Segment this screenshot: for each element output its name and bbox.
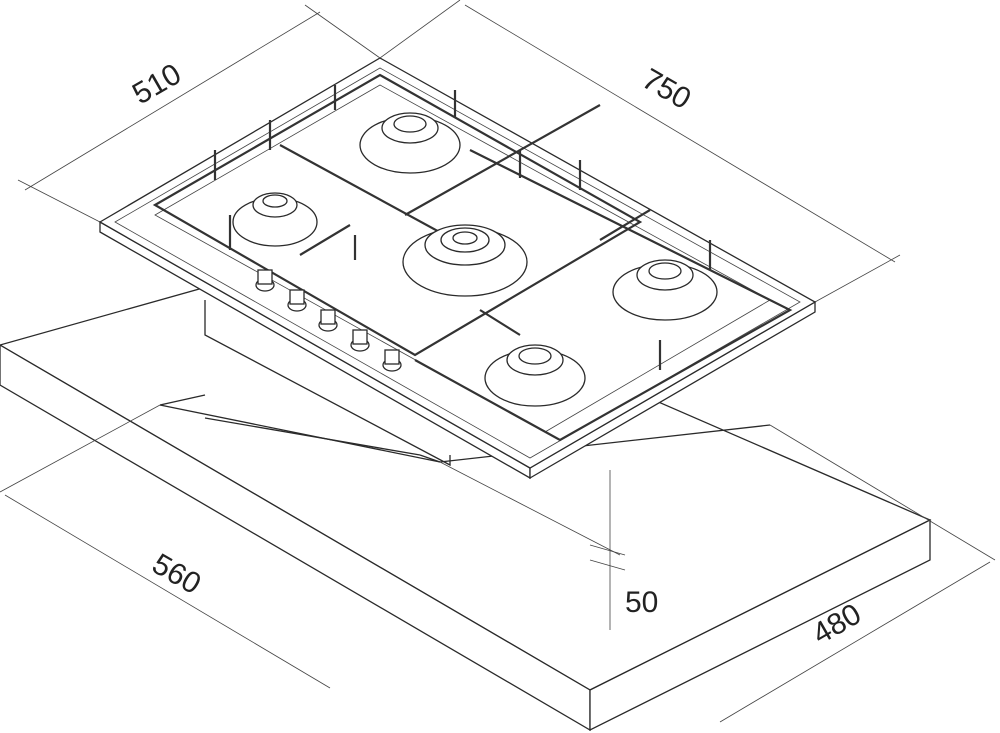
knob-5 xyxy=(382,349,402,372)
knob-1 xyxy=(255,269,275,292)
knob-4 xyxy=(350,329,370,352)
burner-rear-center xyxy=(359,112,461,174)
dimension-560: 560 xyxy=(147,547,207,601)
control-knobs xyxy=(255,269,402,372)
burner-right xyxy=(612,259,718,321)
dimension-750: 750 xyxy=(637,62,697,116)
burner-rear-left xyxy=(232,192,318,247)
countertop xyxy=(0,254,932,732)
burner-front-center xyxy=(484,344,586,407)
burners xyxy=(232,112,718,407)
dimension-510: 510 xyxy=(127,57,187,111)
knob-3 xyxy=(318,309,338,332)
knob-2 xyxy=(287,289,307,312)
burner-center-triple-ring xyxy=(402,224,528,297)
dimension-50: 50 xyxy=(625,586,658,619)
